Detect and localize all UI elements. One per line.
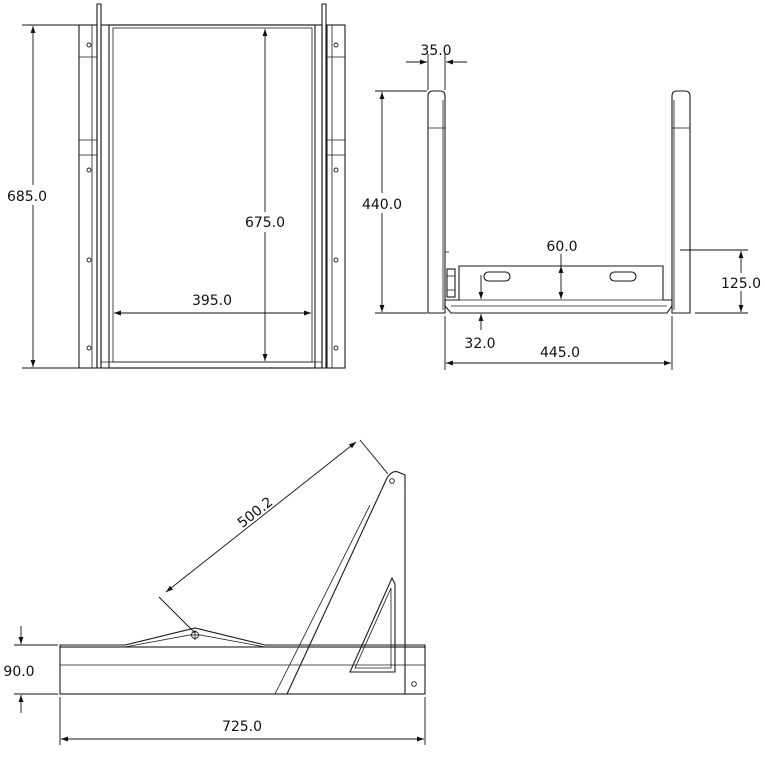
dim-base-offset: 32.0 (464, 275, 496, 352)
dim-base-height: 90.0 (1, 626, 58, 713)
dim-label-675: 675.0 (245, 215, 285, 231)
elevation-view (59, 471, 426, 695)
clamp (446, 268, 456, 298)
dim-label-500: 500.2 (235, 494, 276, 531)
side-tray (444, 265, 673, 314)
dim-diagonal: 500.2 (158, 439, 389, 634)
dim-label-395: 395.0 (192, 293, 232, 309)
side-view (427, 90, 691, 314)
dim-front-height: 685.0 (2, 24, 79, 369)
dim-inner-height: 675.0 (240, 29, 290, 361)
right-post (321, 3, 327, 369)
left-flange (78, 24, 98, 369)
dim-label-445: 445.0 (540, 345, 580, 361)
right-upright (671, 90, 691, 314)
top-profile (59, 627, 426, 648)
dim-side-height: 440.0 (357, 90, 427, 314)
front-view (78, 3, 346, 369)
triangle-cutout (349, 576, 396, 673)
dim-label-725: 725.0 (222, 719, 262, 735)
dim-side-width: 445.0 (444, 316, 673, 370)
dim-rail-height: 125.0 (680, 249, 764, 314)
front-opening (112, 27, 313, 363)
dim-label-440: 440.0 (362, 197, 402, 213)
dim-label-35: 35.0 (420, 43, 451, 59)
dim-label-60: 60.0 (546, 239, 577, 255)
diagonal-support (286, 471, 406, 695)
front-panel (100, 24, 323, 369)
dim-label-90: 90.0 (3, 664, 34, 680)
dim-label-685: 685.0 (7, 189, 47, 205)
slot-right (609, 271, 637, 282)
right-flange (326, 24, 346, 369)
dim-label-125: 125.0 (721, 276, 761, 292)
dim-label-32: 32.0 (464, 336, 495, 352)
dim-base-length: 725.0 (59, 697, 426, 745)
dim-slot-height: 60.0 (546, 239, 578, 299)
mount-hole (86, 42, 92, 48)
base-rail (59, 646, 426, 695)
left-post (96, 3, 102, 369)
dim-inner-width: 395.0 (114, 293, 311, 316)
left-upright (427, 90, 446, 314)
slot-left (483, 271, 511, 282)
dim-flange: 35.0 (406, 43, 467, 90)
